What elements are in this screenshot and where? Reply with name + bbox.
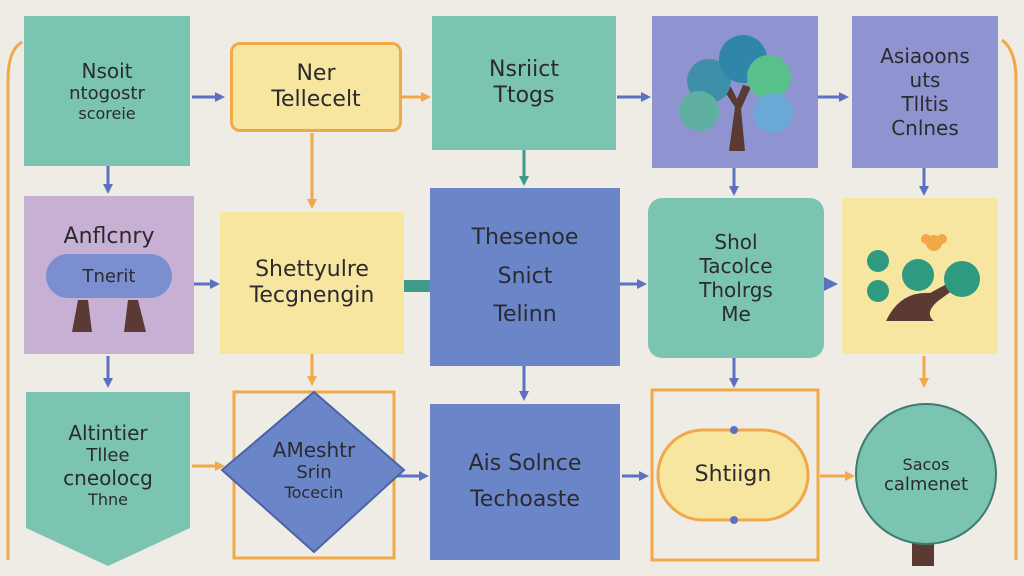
node-r2c4-line4: Me [721,302,751,326]
node-r3c1-line1: Altintier [68,420,148,445]
dot-top-r3c4 [730,426,738,434]
connector-r2-2 [402,280,432,292]
node-r3c3-line2: Techoaste [470,487,580,512]
node-r3c5-line1: Sacos [902,454,950,474]
node-r3c2: AMeshtr Srin Tocecin [240,420,388,520]
outer-frame-left [6,40,23,560]
arrow-r2-4 [824,277,838,291]
node-r2c2-line1: Shettyulre [255,256,369,282]
node-r3c2-line2: Srin [296,461,332,483]
node-r2c3-line2: Snict [497,263,553,289]
node-r3c4: Shtiign [658,430,808,520]
node-r3c4-line1: Shtiign [694,461,772,487]
outer-frame-right [1001,38,1018,560]
node-r3c2-line3: Tocecin [284,483,344,503]
node-r2c4-line2: Tacolce [699,254,773,278]
node-r2c3-line1: Thesenoe [471,225,579,251]
node-r1c1-line2: ntogostr [69,82,145,104]
circle-shape-r3c5 [855,403,997,545]
bonsai-icon [867,234,980,321]
node-r2c4: Shol Tacolce Tholrgs Me [648,198,824,358]
node-r3c2-line1: AMeshtr [272,437,356,462]
chevron-shape-r3c1 [26,392,190,566]
node-r2c3: Thesenoe Snict Telinn [430,188,620,366]
node-r2c4-line1: Shol [714,230,758,254]
twin-trunks-icon [72,300,146,333]
node-r1c5-line3: Tlltis [901,92,949,116]
node-r2c3-line3: Telinn [493,302,557,328]
node-r1c1-line3: scoreie [78,104,136,124]
node-r2c1-pill-label: Tnerit [82,265,136,287]
node-r2c2: Shettyulre Tecgnengin [220,212,404,354]
node-r3c3-line1: Ais Solnce [468,450,582,476]
node-r2c1: Anflcnry Tnerit [24,196,194,354]
node-r1c1: Nsoit ntogostr scoreie [24,16,190,166]
node-r1c3: Nsriict Ttogs [432,16,616,150]
node-r1c5-line1: Asiaoons [880,44,970,68]
node-r1c3-line1: Nsriict [489,56,559,82]
node-r2c4-line3: Tholrgs [699,278,773,302]
node-r3c1-line3: cneolocg [63,466,153,491]
node-r2c2-line2: Tecgnengin [249,283,375,308]
node-r1c2-line2: Tellecelt [271,87,361,112]
node-r3c3: Ais Solnce Techoaste [430,404,620,560]
node-r1c5-line4: Cnlnes [891,116,959,140]
node-r3c1-line4: Thne [88,490,128,510]
node-r1c3-line2: Ttogs [493,83,555,108]
diamond-shape-r3c2 [220,390,406,554]
node-r1c5-line2: uts [909,68,941,92]
node-r2c1-pill: Tnerit [46,254,172,299]
node-r1c2: Ner Tellecelt [230,42,402,132]
node-r1c2-line1: Ner [296,60,336,86]
node-r1c5: Asiaoons uts Tlltis Cnlnes [852,16,998,168]
dot-bottom-r3c4 [730,516,738,524]
node-r1c4 [652,16,818,168]
node-r3c5-line2: calmenet [883,473,969,495]
frame-r3c4 [650,388,820,562]
node-r2c1-line1: Anflcnry [63,224,155,249]
node-r2c5 [842,198,998,354]
node-r3c1: Altintier Tllee cneolocg Thne [26,406,190,524]
node-r1c1-line1: Nsoit [81,58,133,83]
node-r3c1-line2: Tllee [86,444,130,466]
node-r3c5: Sacos calmenet [866,440,986,510]
tree-icon [679,35,793,151]
